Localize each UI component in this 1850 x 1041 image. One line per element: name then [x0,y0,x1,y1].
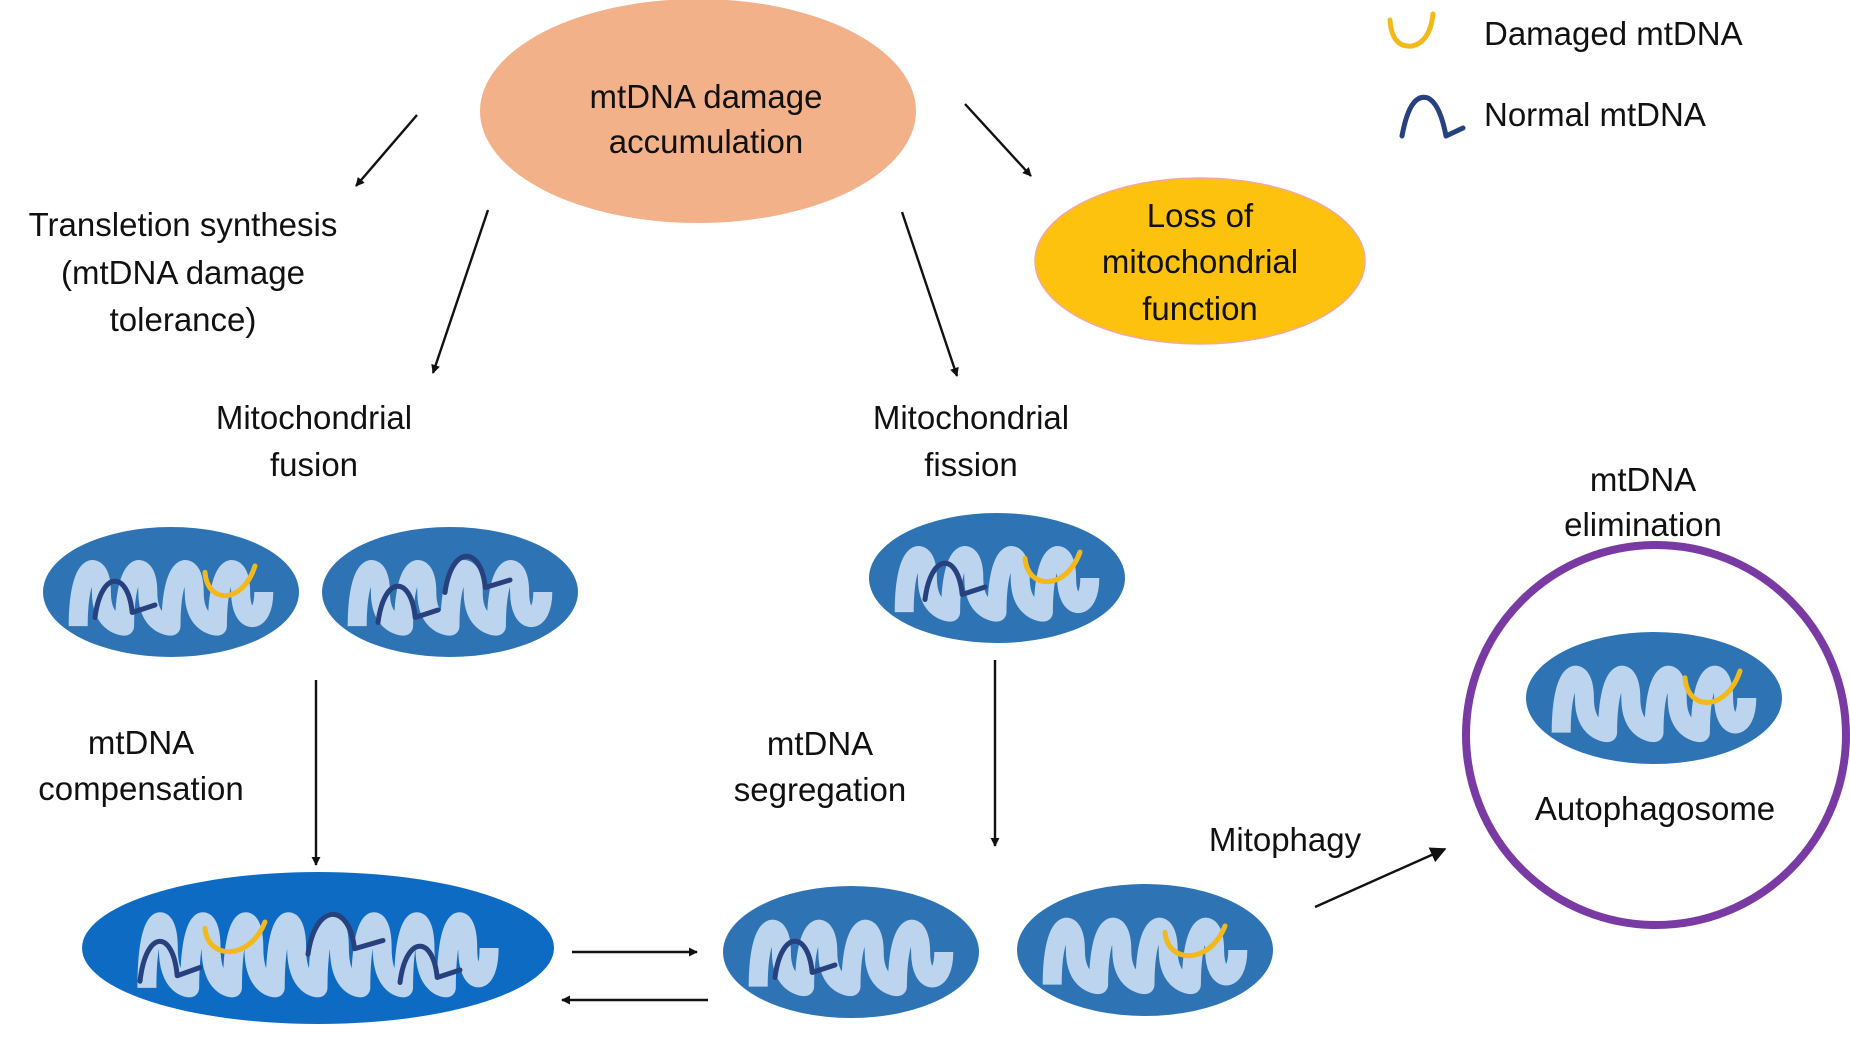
autophagosome-label: Autophagosome [1535,790,1775,827]
fission-mitochondrion [869,513,1125,643]
normal-mtdna-strand [922,560,988,602]
mitochondria [43,513,1782,1024]
loss-node: Loss of mitochondrial function [1034,177,1366,345]
autophagosome-mitochondrion-cristae [1551,665,1757,743]
center-node-label-1: mtDNA damage [590,78,823,115]
normal-mtdna-strand [137,938,203,984]
fused-mitochondrion [82,872,554,1024]
compensation-label: mtDNA compensation [38,724,243,807]
segregation-label: mtDNA segregation [734,725,906,808]
tls-label-1: Transletion synthesis [29,206,338,243]
translesion-synthesis-label: Transletion synthesis (mtDNA damage tole… [29,206,338,338]
normal-mtdna-strand [92,578,158,620]
loss-node-label-2: mitochondrial [1102,243,1298,280]
damaged-mtdna-strand [202,563,258,599]
fusion-label-1: Mitochondrial [216,399,412,436]
compensation-label-1: mtDNA [88,724,194,761]
fusion-mitochondrion-left-cristae [68,560,274,636]
fission-label-2: fission [924,446,1018,483]
legend: Damaged mtDNA Normal mtDNA [1387,11,1743,139]
fission-label-1: Mitochondrial [873,399,1069,436]
center-node-ellipse [480,0,916,223]
normal-mtdna-strand [772,938,838,980]
loss-node-label-1: Loss of [1147,197,1254,234]
loss-node-ellipse [1034,177,1366,345]
autophagosome-mitochondrion [1526,632,1782,764]
arrows [311,103,1447,1005]
legend-normal-label: Normal mtDNA [1484,96,1706,133]
segregated-mitochondrion-damaged [1017,884,1273,1016]
damaged-mtdna-strand [1682,668,1743,705]
center-node: mtDNA damage accumulation [480,0,916,223]
normal-mtdna-strand [397,943,463,985]
damaged-mtdna-strand [1162,923,1228,959]
arrow-to-translesion [355,114,418,187]
fused-mitochondrion-cristae [137,912,499,998]
fission-label: Mitochondrial fission [873,399,1069,483]
damaged-mtdna-strand [202,919,268,955]
fusion-mitochondrion-right [322,527,578,657]
segregation-label-2: segregation [734,771,906,808]
normal-mtdna-strand [305,911,386,957]
elimination-label: mtDNA elimination [1564,461,1722,543]
arrow-to-loss [964,103,1032,177]
normal-mtdna-strand [375,583,441,625]
fusion-label-2: fusion [270,446,358,483]
tls-label-3: tolerance) [110,301,257,338]
segregated-mitochondrion-damaged-cristae [1042,917,1248,995]
fusion-label: Mitochondrial fusion [216,399,412,483]
segregated-mitochondrion-normal [723,886,979,1018]
normal-mtdna-icon [1399,94,1466,139]
fission-mitochondrion-cristae [894,546,1100,622]
arrow-to-fission [900,211,959,377]
elimination-label-1: mtDNA [1590,461,1696,498]
center-node-label-2: accumulation [609,123,803,160]
damaged-mtdna-strand [1022,549,1083,585]
autophagosome-ring [1462,541,1850,929]
damaged-mtdna-icon [1387,11,1436,49]
segregation-label-1: mtDNA [767,725,873,762]
segregated-mitochondrion-normal-cristae [748,919,954,997]
mitophagy-label: Mitophagy [1209,821,1362,858]
tls-label-2: (mtDNA damage [61,254,305,291]
arrow-to-fusion [431,209,490,374]
arrow-mitophagy [1314,847,1447,909]
elimination-label-2: elimination [1564,506,1722,543]
normal-mtdna-strand [442,553,513,595]
legend-damaged-label: Damaged mtDNA [1484,15,1743,52]
loss-node-label-3: function [1142,290,1258,327]
compensation-label-2: compensation [38,770,243,807]
fusion-mitochondrion-left [43,527,299,657]
